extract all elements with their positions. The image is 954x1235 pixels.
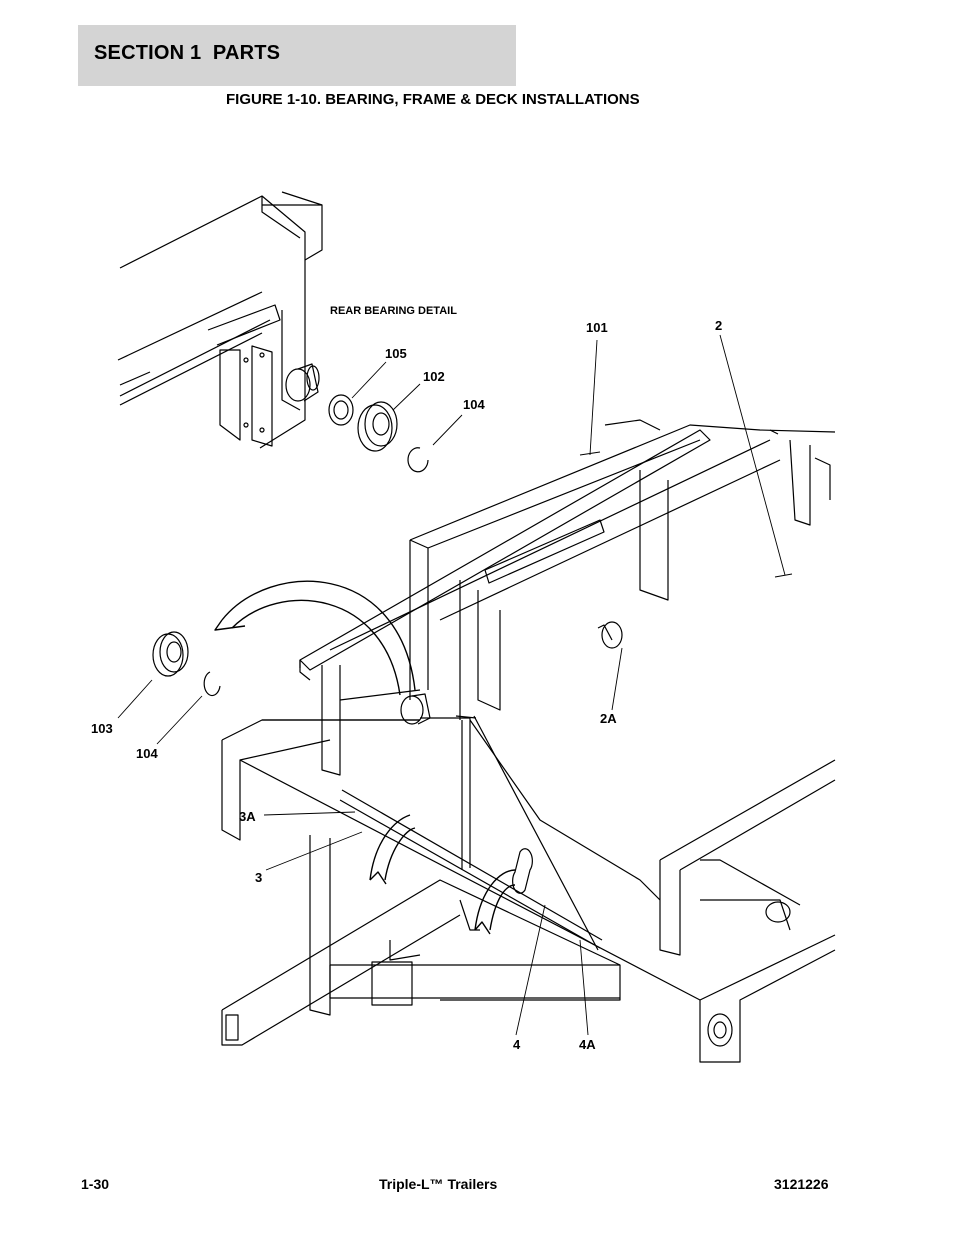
callout-105: 105	[385, 346, 407, 361]
lynch-pin	[597, 621, 623, 649]
callout-103: 103	[91, 721, 113, 736]
callout-3: 3	[255, 870, 262, 885]
rear-bearing-parts	[285, 363, 429, 473]
callout-102: 102	[423, 369, 445, 384]
document-number: 3121226	[774, 1176, 829, 1192]
rear-frame-detail	[117, 191, 323, 449]
leader-lines	[117, 334, 793, 1036]
detail-label: REAR BEARING DETAIL	[330, 305, 457, 317]
page-number: 1-30	[81, 1176, 110, 1192]
callout-104-lower: 104	[136, 746, 158, 761]
callout-104-upper: 104	[463, 397, 485, 412]
figure-title: FIGURE 1-10. BEARING, FRAME & DECK INSTA…	[226, 91, 640, 108]
rotation-arrows	[214, 580, 516, 935]
callout-4: 4	[513, 1037, 521, 1052]
callout-3a: 3A	[239, 809, 256, 824]
section-title: SECTION 1 PARTS	[94, 42, 281, 64]
product-name: Triple-L™ Trailers	[379, 1176, 498, 1192]
trailer-frame	[221, 419, 836, 1063]
callout-2a: 2A	[600, 711, 617, 726]
section-banner: SECTION 1 PARTS	[78, 25, 516, 86]
front-bearing-parts	[152, 631, 221, 697]
callout-4a: 4A	[579, 1037, 596, 1052]
callout-2: 2	[715, 318, 722, 333]
callout-101: 101	[586, 320, 608, 335]
axle-shaft	[299, 660, 603, 949]
